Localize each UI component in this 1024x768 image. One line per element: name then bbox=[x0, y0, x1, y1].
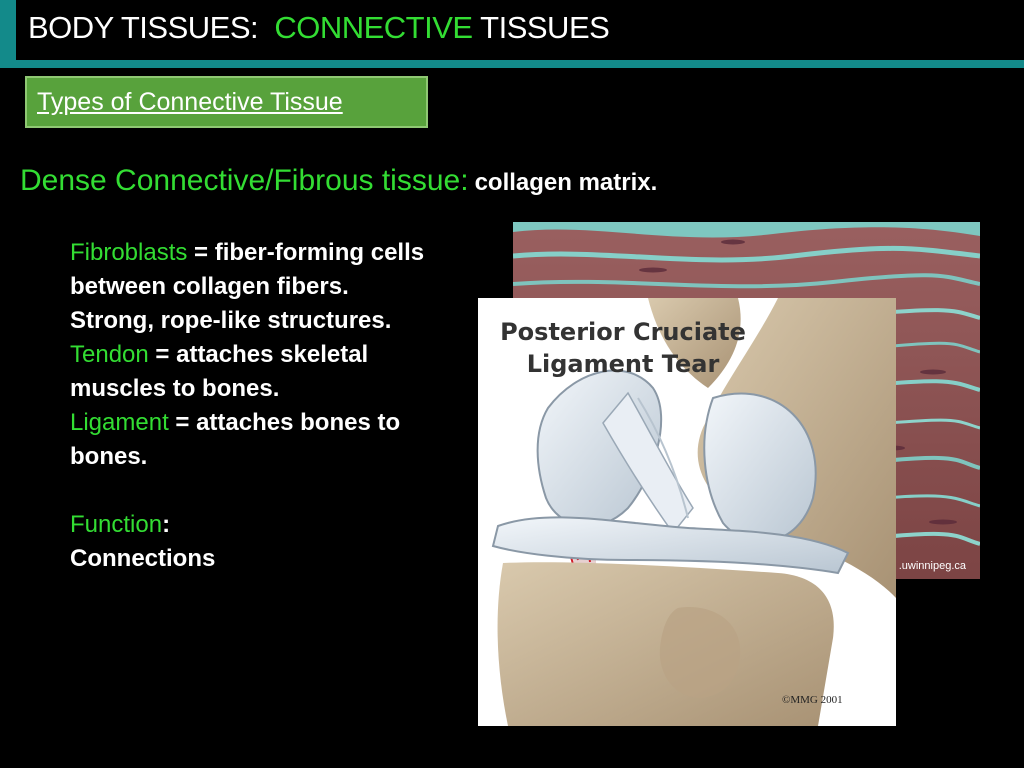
tissue-heading-colon: : bbox=[460, 164, 469, 197]
section-label: Types of Connective Tissue bbox=[37, 88, 343, 116]
histology-credit: .uwinnipeg.ca bbox=[898, 560, 966, 572]
tissue-heading-description: collagen matrix. bbox=[474, 169, 658, 196]
title-divider bbox=[0, 60, 1024, 68]
title-keyword: CONNECTIVE bbox=[274, 10, 473, 45]
slide-title: BODY TISSUES: CONNECTIVE TISSUES bbox=[28, 10, 610, 46]
ligament-title-line1: Posterior Cruciate bbox=[500, 318, 746, 346]
function-colon: : bbox=[162, 511, 171, 538]
tissue-heading-term-text: Dense Connective/Fibrous tissue bbox=[20, 164, 461, 197]
function-term: Function bbox=[70, 511, 163, 538]
ligament-paragraph: Ligament = attaches bones to bones. bbox=[70, 406, 470, 474]
tendon-term: Tendon bbox=[70, 341, 149, 368]
ligament-definition: = attaches bones to bones. bbox=[70, 409, 401, 470]
function-value: Connections bbox=[70, 545, 216, 572]
function-label-line: Function: bbox=[70, 508, 470, 542]
section-label-box: Types of Connective Tissue bbox=[25, 76, 428, 128]
title-prefix: BODY TISSUES: bbox=[28, 10, 259, 45]
knee-joint-illustration bbox=[491, 298, 896, 726]
paragraph-spacer bbox=[70, 474, 470, 508]
ligament-credit: ©MMG 2001 bbox=[782, 694, 843, 706]
ligament-title-line2: Ligament Tear bbox=[526, 350, 720, 378]
title-bar: BODY TISSUES: CONNECTIVE TISSUES bbox=[0, 0, 1024, 60]
fibroblasts-term: Fibroblasts bbox=[70, 239, 188, 266]
ligament-tear-image: Posterior Cruciate Ligament Tear ©MMG 20… bbox=[478, 298, 896, 726]
ligament-image-title: Posterior Cruciate Ligament Tear bbox=[478, 316, 768, 380]
fibroblasts-definition: = fiber-forming cells between collagen f… bbox=[70, 239, 425, 300]
title-suffix: TISSUES bbox=[480, 10, 610, 45]
tendon-definition: = attaches skeletal muscles to bones. bbox=[70, 341, 369, 402]
ligament-term: Ligament bbox=[70, 409, 169, 436]
strength-line: Strong, rope-like structures. bbox=[70, 307, 392, 334]
tendon-paragraph: Tendon = attaches skeletal muscles to bo… bbox=[70, 338, 470, 406]
fibroblasts-paragraph: Fibroblasts = fiber-forming cells betwee… bbox=[70, 236, 470, 304]
body-text: Fibroblasts = fiber-forming cells betwee… bbox=[70, 236, 470, 576]
tissue-heading: Dense Connective/Fibrous tissue:collagen… bbox=[20, 164, 657, 198]
tissue-heading-term: Dense Connective/Fibrous tissue: bbox=[20, 164, 469, 197]
title-accent-bar bbox=[0, 0, 16, 60]
